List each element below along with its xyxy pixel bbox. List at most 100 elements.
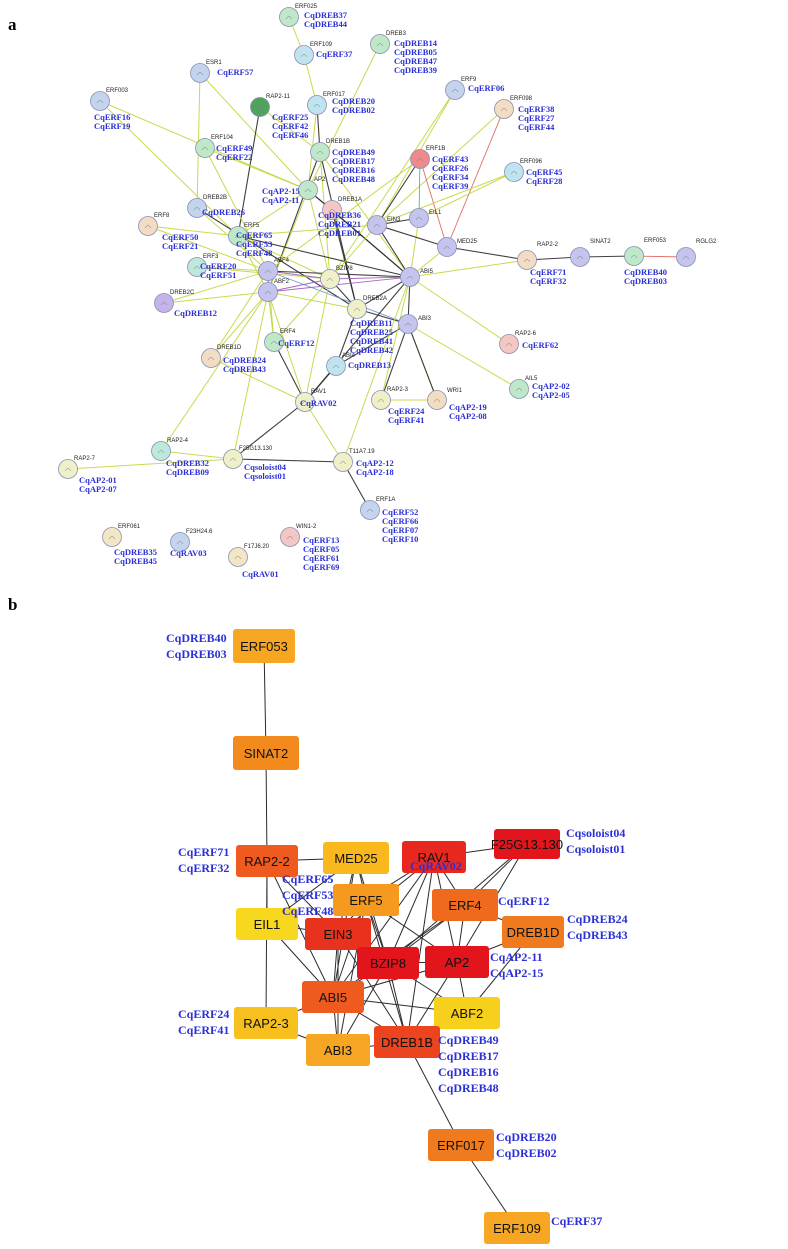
node-rap2-11[interactable]: RAP2-11 <box>250 94 291 117</box>
node-rap2-3[interactable]: RAP2-3 <box>371 387 409 410</box>
gene-label: CqERF13 <box>303 535 339 545</box>
node-label: DREB1A <box>338 197 362 203</box>
gene-label: CqERF34 <box>432 172 469 182</box>
node-erf1b[interactable]: ERF1B <box>410 146 446 169</box>
node-erf4[interactable]: ERF4 <box>264 329 297 352</box>
node-erf098[interactable]: ERF098 <box>494 96 533 119</box>
node-rav1[interactable]: RAV1 <box>295 389 327 412</box>
node-box <box>333 884 399 916</box>
node-esr1[interactable]: ESR1 <box>190 60 223 83</box>
node-ap2[interactable]: AP2 <box>425 946 489 978</box>
node-f25g13-130[interactable]: F25G13.130 <box>491 829 563 859</box>
node-ail5[interactable]: AIL5 <box>509 376 539 399</box>
node-erf053[interactable]: ERF053 <box>233 629 295 663</box>
node-label: ABI3 <box>418 316 432 322</box>
node-erf1a[interactable]: ERF1A <box>360 497 396 520</box>
node-erf8[interactable]: ERF8 <box>138 213 171 236</box>
node-abi3[interactable]: ABI3 <box>398 314 432 334</box>
protein-structure-icon <box>270 341 278 345</box>
gene-label: CqERF22 <box>216 152 252 162</box>
node-ap2[interactable]: AP2 <box>298 177 327 200</box>
node-dreb1a[interactable]: DREB1A <box>322 197 363 220</box>
node-med25[interactable]: MED25 <box>323 842 389 874</box>
edge-dreb1a-abi5 <box>331 209 411 278</box>
protein-structure-icon <box>160 302 168 306</box>
node-erf003[interactable]: ERF003 <box>90 88 129 111</box>
edge-abf4-abi5 <box>267 270 411 278</box>
node-med25[interactable]: MED25 <box>437 237 478 257</box>
node-dreb3[interactable]: DREB3 <box>370 31 407 54</box>
node-erf017[interactable]: ERF017 <box>428 1129 494 1161</box>
node-rap2-3[interactable]: RAP2-3 <box>234 1007 298 1039</box>
node-abi3[interactable]: ABI3 <box>306 1034 370 1066</box>
node-dreb1d[interactable]: DREB1D <box>502 916 564 948</box>
node-rap2-4[interactable]: RAP2-4 <box>151 438 189 461</box>
gene-label: CqERF25 <box>272 112 308 122</box>
node-abi5[interactable]: ABI5 <box>400 267 434 287</box>
gene-label: CqRAV02 <box>410 859 462 873</box>
node-erf5[interactable]: ERF5 <box>228 223 261 246</box>
node-bzip8[interactable]: BZIP8 <box>320 266 354 289</box>
node-abf2[interactable]: ABF2 <box>434 997 500 1029</box>
node-sinat2[interactable]: SINAT2 <box>570 239 612 267</box>
node-erf3[interactable]: ERF3 <box>187 254 220 277</box>
edge-dreb2b-dreb2a <box>196 207 358 310</box>
node-rap2-6[interactable]: RAP2-6 <box>499 331 537 354</box>
node-label: RAP2-11 <box>266 94 291 100</box>
node-erf061[interactable]: ERF061 <box>102 524 141 547</box>
node-bzip8[interactable]: BZIP8 <box>357 947 419 979</box>
node-eil1[interactable]: EIL1 <box>409 208 443 228</box>
node-abf2[interactable]: ABF2 <box>258 279 290 302</box>
node-f23h24-6[interactable]: F23H24.6 <box>170 529 214 552</box>
node-win1-2[interactable]: WIN1-2 <box>280 524 317 547</box>
gene-label: CqAP2-05 <box>532 390 570 400</box>
node-erf017[interactable]: ERF017 <box>307 92 346 115</box>
node-sinat2[interactable]: SINAT2 <box>233 736 299 770</box>
node-abf4[interactable]: ABF4 <box>258 258 290 281</box>
node-f17j6-20[interactable]: F17J6.20 <box>228 544 270 567</box>
node-rap2-2[interactable]: RAP2-2 <box>517 242 559 270</box>
node-ein3[interactable]: EIN3 <box>367 215 402 235</box>
node-dreb2b[interactable]: DREB2B <box>187 195 228 218</box>
node-erf104[interactable]: ERF104 <box>195 135 234 158</box>
node-dreb1b[interactable]: DREB1B <box>310 139 351 162</box>
node-erf025[interactable]: ERF025 <box>279 4 318 27</box>
node-rav1[interactable]: RAV1 <box>402 841 466 873</box>
node-rap2-7[interactable]: RAP2-7 <box>58 456 96 479</box>
node-erf109[interactable]: ERF109 <box>294 42 333 65</box>
node-f25g13-130[interactable]: F25G13.130 <box>223 446 274 469</box>
gene-label: CqDREB21 <box>318 219 361 229</box>
node-dreb2c[interactable]: DREB2C <box>154 290 196 313</box>
node-dreb2a[interactable]: DREB2A <box>347 296 388 319</box>
node-erf096[interactable]: ERF096 <box>504 159 543 182</box>
node-rap2-2[interactable]: RAP2-2 <box>236 845 298 877</box>
node-erf9[interactable]: ERF9 <box>445 77 478 100</box>
node-erf4[interactable]: ERF4 <box>432 889 498 921</box>
node-label: MED25 <box>457 239 478 245</box>
node-box <box>402 841 466 873</box>
node-circle <box>310 142 330 162</box>
node-label: SINAT2 <box>244 746 289 761</box>
gene-annotation: CqRAV01 <box>242 569 279 579</box>
node-dreb1d[interactable]: DREB1D <box>201 345 243 368</box>
node-rglg2[interactable]: RGLG2 <box>676 239 718 267</box>
node-abi4[interactable]: ABI4 <box>326 353 356 376</box>
node-erf5[interactable]: ERF5 <box>333 884 399 916</box>
node-dreb1b[interactable]: DREB1B <box>374 1026 440 1058</box>
node-circle <box>509 379 529 399</box>
node-t11a7-19[interactable]: T11A7.19 <box>333 449 376 472</box>
gene-label: CqERF66 <box>382 516 418 526</box>
node-label: WRI1 <box>447 388 463 394</box>
node-abi5[interactable]: ABI5 <box>302 981 364 1013</box>
node-ein3[interactable]: EIN3 <box>305 918 371 950</box>
node-label: EIN3 <box>324 927 353 942</box>
node-eil1[interactable]: EIL1 <box>236 908 298 940</box>
node-erf109[interactable]: ERF109 <box>484 1212 550 1244</box>
protein-structure-icon <box>630 255 638 259</box>
node-erf053[interactable]: ERF053 <box>624 238 667 266</box>
node-wri1[interactable]: WRI1 <box>427 388 463 410</box>
gene-label: CqAP2-01 <box>79 475 117 485</box>
